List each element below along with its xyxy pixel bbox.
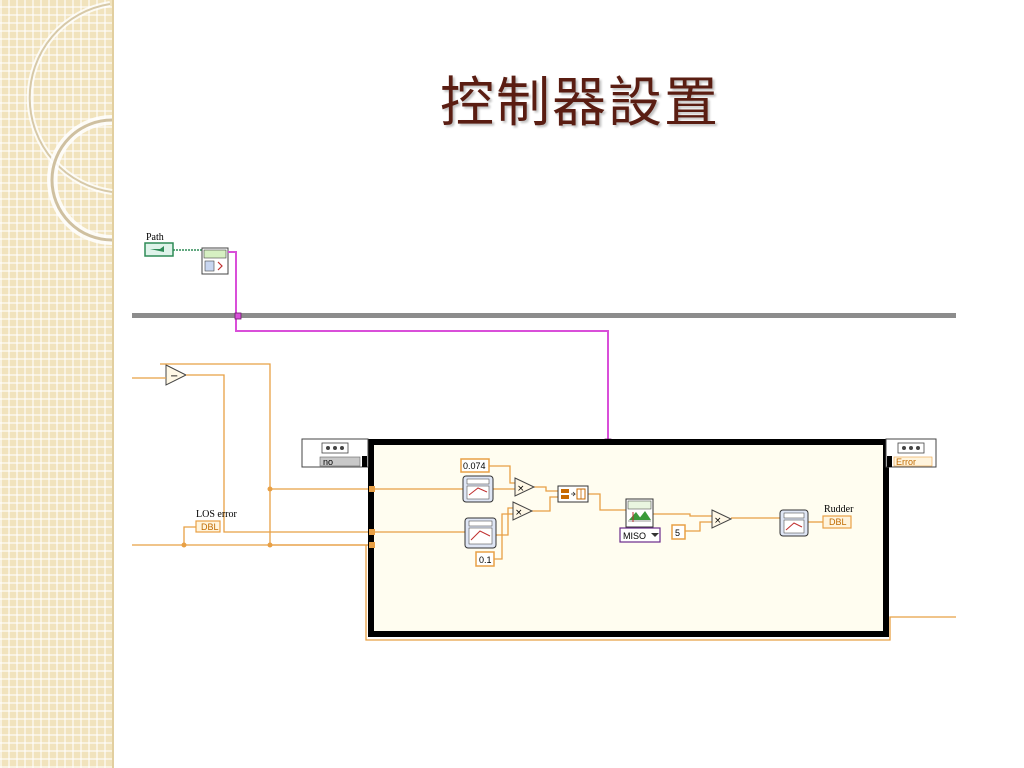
- path-control[interactable]: [144, 242, 174, 257]
- subvi-integral[interactable]: [464, 517, 497, 549]
- subvi-derivative[interactable]: [462, 475, 494, 503]
- svg-text:DBL: DBL: [201, 522, 219, 532]
- loop-tunnel: [369, 486, 375, 492]
- build-array-node[interactable]: [557, 485, 589, 503]
- rudder-label: Rudder: [824, 504, 854, 515]
- svg-text:DBL: DBL: [829, 517, 847, 527]
- loop-tunnel: [369, 542, 375, 548]
- multiply-node-a[interactable]: ×: [514, 477, 536, 497]
- fuzzy-controller-subvi[interactable]: [625, 498, 654, 528]
- subvi-output[interactable]: [779, 509, 809, 537]
- decorative-rings: [26, 1, 113, 245]
- page-title: 控制器設置: [440, 71, 720, 134]
- wire-junction: [234, 312, 242, 320]
- gain-constant-a[interactable]: 0.074: [460, 458, 490, 473]
- miso-input-constant[interactable]: 5: [671, 524, 686, 540]
- svg-text:5: 5: [675, 528, 680, 538]
- multiply-node-c[interactable]: ×: [711, 509, 733, 529]
- subtract-node[interactable]: −: [165, 364, 188, 386]
- wire-junction: [181, 542, 187, 548]
- svg-text:no: no: [323, 457, 333, 467]
- open-file-function[interactable]: [201, 247, 229, 275]
- wire-junction: [267, 486, 273, 492]
- svg-text:0.1: 0.1: [479, 555, 492, 565]
- svg-text:×: ×: [517, 484, 525, 494]
- svg-text:MISO: MISO: [623, 531, 646, 541]
- path-label: Path: [146, 232, 164, 243]
- wire-junction: [267, 542, 273, 548]
- svg-text:×: ×: [714, 516, 722, 526]
- los-error-terminal: DBL: [195, 520, 221, 533]
- inner-numeric-wires: [375, 465, 823, 560]
- rudder-terminal: DBL: [822, 515, 852, 529]
- los-error-label: LOS error: [196, 509, 237, 520]
- gain-constant-b[interactable]: 0.1: [475, 551, 495, 567]
- svg-text:−: −: [170, 371, 178, 382]
- svg-text:×: ×: [515, 508, 523, 518]
- sequence-frame-bar: [132, 313, 956, 318]
- left-tunnel-node[interactable]: no: [301, 438, 369, 468]
- svg-text:Error: Error: [896, 457, 916, 467]
- multiply-node-b[interactable]: ×: [512, 501, 534, 521]
- miso-selector[interactable]: MISO: [619, 527, 661, 543]
- numeric-wires: [132, 363, 956, 641]
- svg-text:0.074: 0.074: [463, 461, 486, 471]
- loop-tunnel: [369, 529, 375, 535]
- right-tunnel-node[interactable]: Error: [885, 438, 937, 468]
